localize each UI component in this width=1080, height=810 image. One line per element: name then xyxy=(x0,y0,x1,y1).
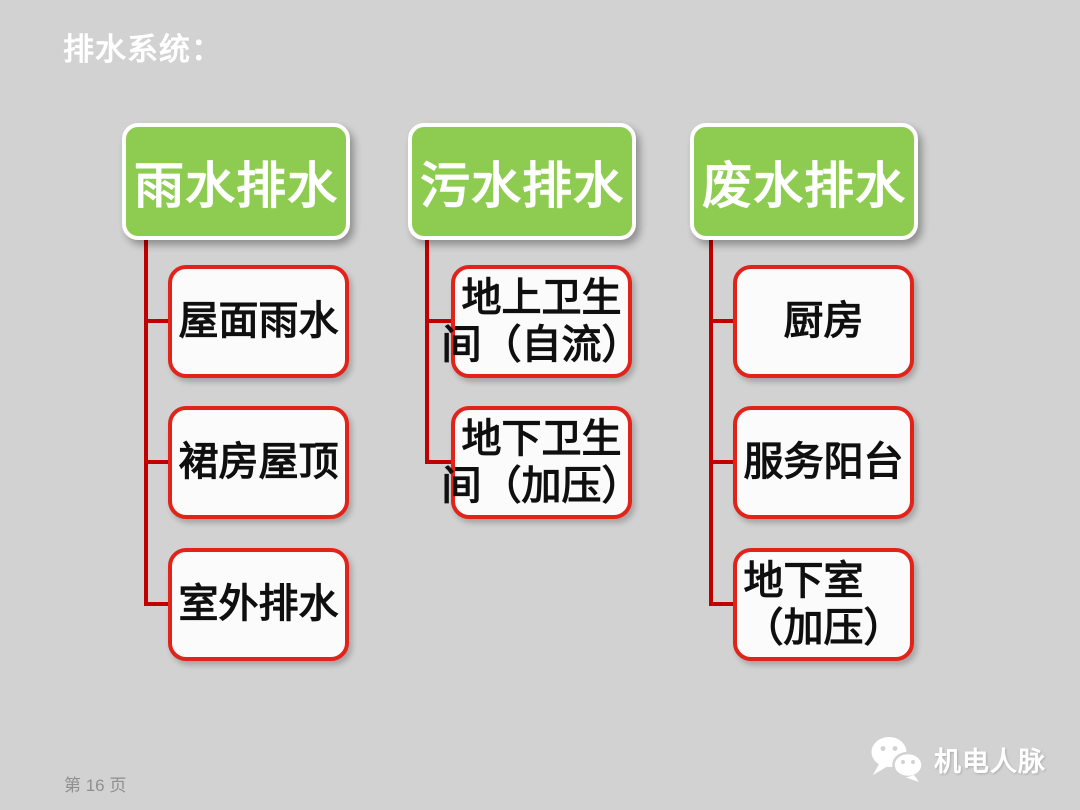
header-label: 废水排水 xyxy=(702,157,906,214)
brand-name: 机电人脉 xyxy=(934,746,1046,777)
connector-line-rainwater xyxy=(144,238,148,604)
node-podium-roof: 裙房屋顶 xyxy=(168,406,349,519)
slide-title: 排水系统： xyxy=(63,32,223,67)
header-node-sewage-drainage: 污水排水 xyxy=(408,123,636,240)
connector-stub-outdoor-drainage xyxy=(144,602,170,606)
node-label: 厨房 xyxy=(783,299,864,344)
node-roof-rainwater: 屋面雨水 xyxy=(168,265,349,378)
connector-stub-basement xyxy=(709,602,735,606)
connector-line-wastewater xyxy=(709,238,713,604)
node-label-line: 地下卫生 xyxy=(461,417,622,462)
header-node-wastewater-drainage: 废水排水 xyxy=(690,123,918,240)
node-label: 屋面雨水 xyxy=(178,299,339,344)
header-node-rainwater-drainage: 雨水排水 xyxy=(122,123,350,240)
connector-stub-underground-toilet xyxy=(425,460,453,464)
header-label: 污水排水 xyxy=(420,157,624,214)
node-label-line: 间（自流） xyxy=(441,322,642,367)
connector-stub-kitchen xyxy=(709,319,735,323)
node-underground-toilet-pressurized: 地下卫生 间（加压） xyxy=(442,406,642,519)
connector-line-sewage xyxy=(425,238,429,462)
node-basement-pressurized: 地下室 （加压） xyxy=(733,548,914,661)
node-kitchen: 厨房 xyxy=(733,265,914,378)
node-label: 室外排水 xyxy=(178,582,339,627)
node-label-line: 地下室 xyxy=(743,559,864,604)
header-label: 雨水排水 xyxy=(134,157,338,214)
connector-stub-aboveground-toilet xyxy=(425,319,453,323)
node-service-balcony: 服务阳台 xyxy=(733,406,914,519)
brand-watermark: 机电人脉 xyxy=(868,734,1046,784)
page-number: 第 16 页 xyxy=(64,776,127,795)
connector-stub-roof-rainwater xyxy=(144,319,170,323)
node-label: 裙房屋顶 xyxy=(178,440,339,485)
node-label-line: （加压） xyxy=(743,605,904,650)
connector-stub-podium-roof xyxy=(144,460,170,464)
node-label-line: 间（加压） xyxy=(441,463,642,508)
node-label-line: 地上卫生 xyxy=(461,276,622,321)
node-label: 服务阳台 xyxy=(743,440,904,485)
wechat-icon xyxy=(871,737,924,782)
node-aboveground-toilet-gravity: 地上卫生 间（自流） xyxy=(442,265,642,378)
connector-stub-service-balcony xyxy=(709,460,735,464)
node-outdoor-drainage: 室外排水 xyxy=(168,548,349,661)
